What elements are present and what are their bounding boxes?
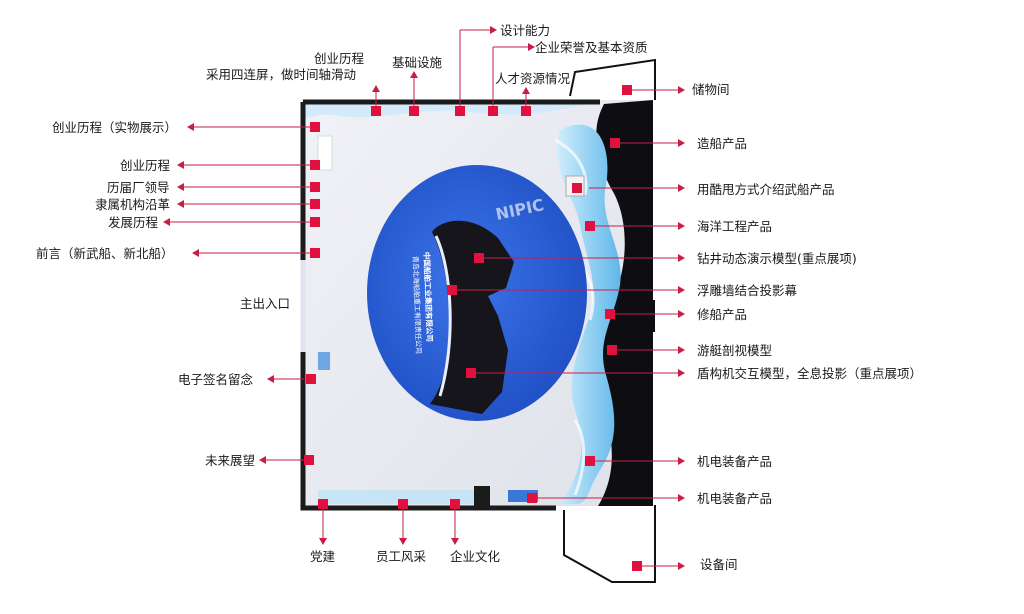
label-lianping: 采用四连屏，做时间轴滑动 [206, 67, 357, 82]
label-fazhan: 发展历程 [108, 215, 159, 230]
leader-lines [168, 29, 680, 567]
storage-room-outline [569, 58, 656, 100]
leader-arrowheads [163, 26, 685, 570]
screen-text-2: 青岛北海船舶重工有限责任公司 [411, 256, 423, 354]
curved-screen [430, 220, 514, 414]
label-haiyang: 海洋工程产品 [697, 219, 773, 234]
exhibit-markers [304, 85, 642, 571]
bottom-light-strip [318, 490, 478, 504]
label-xiuchuan: 修船产品 [697, 307, 748, 322]
label-weilai: 未来展望 [205, 453, 256, 468]
marker-zuanjing [474, 253, 484, 263]
marker-jidian1 [585, 456, 595, 466]
label-zuanjing: 钻井动态演示模型(重点展项) [697, 251, 857, 266]
marker-shiwu [310, 122, 320, 132]
label-kushuai: 用酷甩方式介绍武船产品 [697, 182, 835, 197]
marker-yuangong [398, 499, 408, 509]
label-chuangye-shiwu: 创业历程（实物展示） [52, 120, 178, 135]
marker-lishu [310, 199, 320, 209]
label-lishu: 隶属机构沿革 [95, 197, 171, 212]
label-jichu: 基础设施 [392, 55, 443, 70]
relief-wave-wall [556, 124, 621, 505]
equipment-room-outline [563, 505, 656, 583]
marker-dungou [466, 368, 476, 378]
hall-walls [300, 99, 600, 511]
label-qianyan: 前言（新武船、新北船） [36, 246, 174, 261]
label-zaochuan: 造船产品 [697, 136, 748, 151]
label-jidian1: 机电装备产品 [697, 454, 773, 469]
marker-jichu [409, 106, 419, 116]
signature-screen [318, 352, 330, 370]
display-board [317, 135, 333, 171]
wall-notch [645, 300, 655, 332]
marker-chuwu [622, 85, 632, 95]
label-wenhua: 企业文化 [450, 549, 501, 564]
label-shebei: 设备间 [700, 557, 738, 572]
marker-kushuai [572, 183, 582, 193]
marker-chuangye-left [310, 160, 320, 170]
label-fudiao: 浮雕墙结合投影幕 [697, 283, 798, 298]
marker-chuangye-top [371, 106, 381, 116]
marker-lijie [310, 182, 320, 192]
label-dangjian: 党建 [310, 549, 336, 564]
marker-xiuchuan [605, 309, 615, 319]
label-dianzi: 电子签名留念 [178, 372, 254, 387]
label-sheji: 设计能力 [500, 23, 551, 38]
bottom-black-box [474, 486, 490, 506]
marker-rencai [521, 106, 531, 116]
label-rongyu: 企业荣誉及基本资质 [535, 40, 648, 55]
marker-qianyan [310, 248, 320, 258]
marker-shebei [632, 561, 642, 571]
marker-jidian2 [527, 493, 537, 503]
label-yuangong: 员工风采 [376, 549, 427, 564]
marker-zaochuan [610, 138, 620, 148]
label-chukou: 主出入口 [240, 296, 291, 311]
label-dungou: 盾构机交互模型，全息投影（重点展项） [697, 366, 923, 381]
label-rencai: 人才资源情况 [495, 71, 571, 86]
marker-youting [607, 345, 617, 355]
label-lijie: 历届厂领导 [107, 180, 170, 195]
marker-dangjian [318, 499, 328, 509]
curved-screen-face [434, 235, 452, 397]
marker-sheji [455, 106, 465, 116]
label-chuangye-top: 创业历程 [314, 51, 365, 66]
screen-text-1: 中国船舶工业集团有限公司 [422, 252, 435, 342]
label-chuwu: 储物间 [692, 82, 730, 97]
marker-rongyu [488, 106, 498, 116]
marker-haiyang [585, 221, 595, 231]
marker-dianzi [306, 374, 316, 384]
marker-wenhua [450, 499, 460, 509]
marker-weilai [304, 455, 314, 465]
label-youting: 游艇剖视模型 [697, 343, 773, 358]
label-chuangye-left: 创业历程 [120, 158, 171, 173]
marker-fazhan [310, 217, 320, 227]
marker-fudiao [447, 285, 457, 295]
label-jidian2: 机电装备产品 [697, 491, 773, 506]
